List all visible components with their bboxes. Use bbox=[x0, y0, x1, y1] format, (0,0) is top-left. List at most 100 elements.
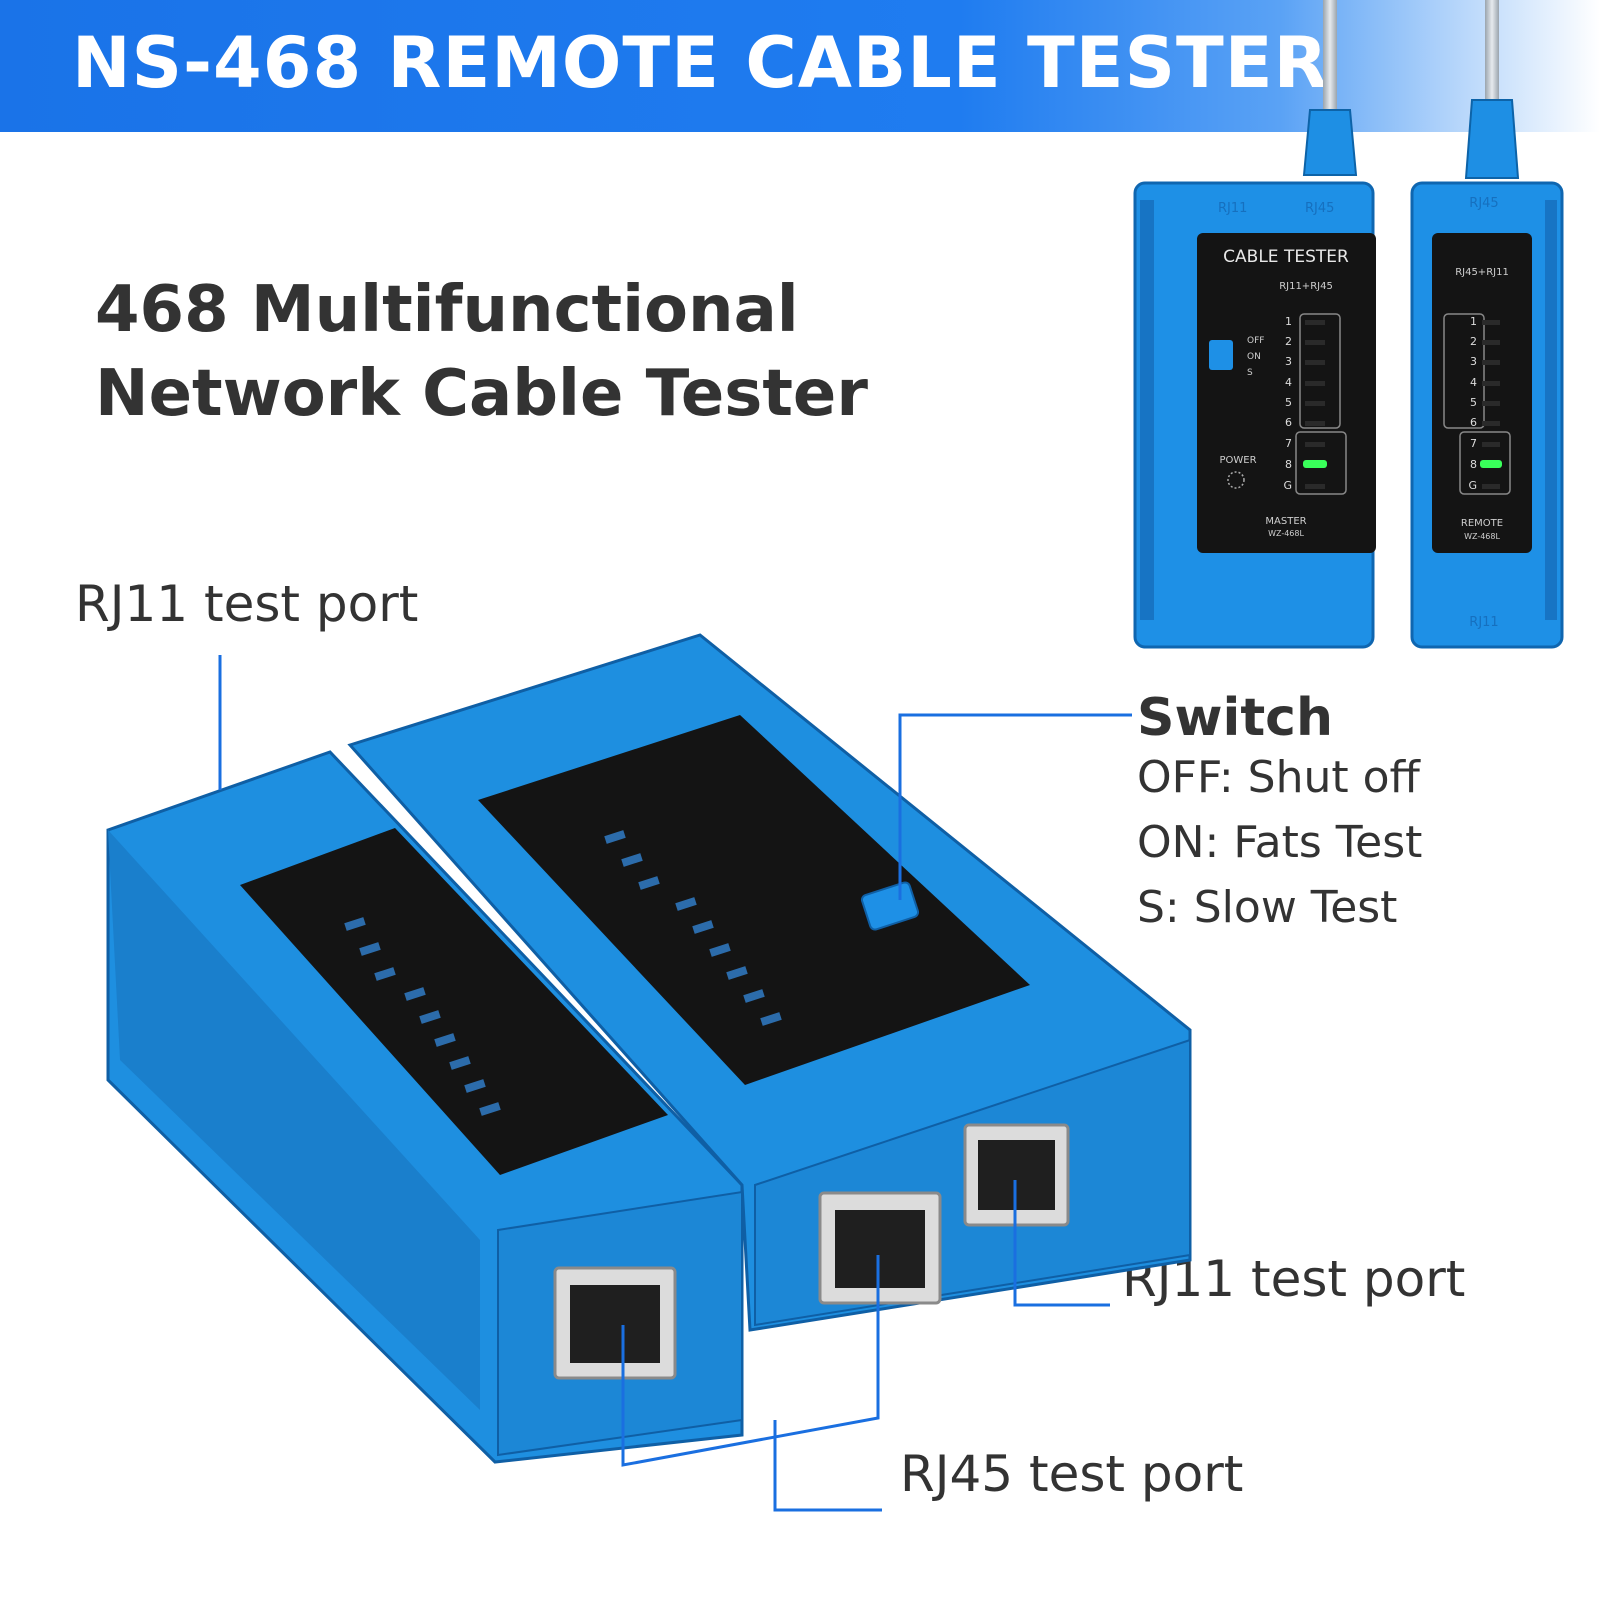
inset-master-led-label-7: 7 bbox=[1285, 437, 1292, 450]
rj45-callout-label: RJ45 test port bbox=[900, 1445, 1244, 1503]
remote-led-g bbox=[344, 917, 366, 931]
inset-remote-grip bbox=[1545, 200, 1557, 620]
inset-master-role: MASTER bbox=[1265, 516, 1306, 527]
inset-remote-led-group-7-g bbox=[1459, 431, 1511, 495]
inset-master-port-label-rj45: RJ45 bbox=[1305, 201, 1334, 216]
rj45-callout-line bbox=[773, 1420, 882, 1512]
inset-remote-led-label-1: 1 bbox=[1470, 315, 1477, 328]
cable-left bbox=[1323, 0, 1337, 120]
master-led-6 bbox=[675, 897, 697, 911]
inset-remote-led-label-6: 6 bbox=[1470, 416, 1477, 429]
inset-master-led-label-3: 3 bbox=[1285, 355, 1292, 368]
inset-remote-led-2 bbox=[1482, 340, 1500, 345]
remote-panel bbox=[240, 828, 668, 1175]
switch-callout-title: Switch bbox=[1137, 688, 1334, 748]
master-led-4 bbox=[709, 943, 731, 957]
inset-remote-model: WZ-468L bbox=[1464, 532, 1500, 541]
inset-master-led-label-4: 4 bbox=[1285, 376, 1292, 389]
master-led-1 bbox=[760, 1012, 782, 1026]
master-led-g bbox=[604, 830, 626, 844]
inset-master-led-label-5: 5 bbox=[1285, 396, 1292, 409]
rj11-left-callout-label: RJ11 test port bbox=[75, 575, 419, 633]
callout-lines bbox=[218, 655, 1132, 1512]
inset-master-grip bbox=[1140, 200, 1154, 620]
inset-remote-led-label-5: 5 bbox=[1470, 396, 1477, 409]
inset-master-led-label-1: 1 bbox=[1285, 315, 1292, 328]
rj11-right-callout-line bbox=[1013, 1180, 1110, 1307]
inset-remote-led-1 bbox=[1482, 320, 1500, 325]
inset-switch-label-s: S bbox=[1247, 368, 1253, 378]
inset-master-led-label-2: 2 bbox=[1285, 335, 1292, 348]
remote-led-6 bbox=[404, 987, 426, 1001]
remote-panel-leds bbox=[344, 917, 501, 1116]
inset-remote-led-group-1-6 bbox=[1443, 313, 1485, 429]
inset-master-led-6 bbox=[1305, 421, 1325, 426]
inset-master-led-group-7-g bbox=[1295, 431, 1347, 495]
inset-remote-led-label-g: G bbox=[1468, 479, 1477, 492]
plug-left bbox=[1302, 109, 1358, 176]
remote-led-2 bbox=[464, 1079, 486, 1093]
inset-photo: RJ11 RJ45 CABLE TESTER RJ11+RJ45 OFF ON … bbox=[1133, 0, 1564, 649]
master-rj45-port-cavity bbox=[835, 1210, 925, 1288]
inset-master-led-4 bbox=[1305, 381, 1325, 386]
remote-led-3 bbox=[449, 1056, 471, 1070]
inset-remote-port-label-rj11: RJ11 bbox=[1469, 615, 1498, 630]
inset-remote-leds: 1 2 3 4 5 6 7 8 G bbox=[1443, 313, 1511, 495]
remote-grip-side bbox=[108, 830, 480, 1410]
remote-led-8 bbox=[359, 942, 381, 956]
master-switch bbox=[860, 881, 920, 931]
remote-rj45-port-cavity bbox=[570, 1285, 660, 1363]
master-led-3 bbox=[726, 966, 748, 980]
inset-master-led-7 bbox=[1305, 442, 1325, 447]
inset-master-panel bbox=[1197, 233, 1376, 553]
headline-line-1: 468 Multifunctional bbox=[95, 273, 799, 347]
remote-led-4 bbox=[434, 1033, 456, 1047]
inset-master-model: WZ-468L bbox=[1268, 529, 1304, 538]
inset-switch-label-on: ON bbox=[1247, 352, 1261, 362]
inset-remote-panel-subtitle: RJ45+RJ11 bbox=[1455, 267, 1509, 278]
inset-master-led-2 bbox=[1305, 340, 1325, 345]
inset-switch-label-off: OFF bbox=[1247, 336, 1264, 346]
inset-remote-led-4 bbox=[1482, 381, 1500, 386]
switch-callout-line bbox=[898, 713, 1132, 900]
inset-remote-led-3 bbox=[1482, 360, 1500, 365]
inset-remote-led-g bbox=[1482, 484, 1500, 489]
inset-remote-led-label-8: 8 bbox=[1470, 458, 1477, 471]
inset-remote-led-8-lit bbox=[1480, 460, 1502, 468]
inset-master-panel-title: CABLE TESTER bbox=[1223, 247, 1349, 267]
banner-title: NS-468 REMOTE CABLE TESTER bbox=[72, 22, 1329, 104]
inset-master-led-g bbox=[1305, 484, 1325, 489]
inset-remote-led-label-4: 4 bbox=[1470, 376, 1477, 389]
headline: 468 Multifunctional Network Cable Tester bbox=[95, 268, 868, 436]
main-product bbox=[106, 633, 1192, 1464]
inset-master-led-3 bbox=[1305, 360, 1325, 365]
inset-master-led-label-g: G bbox=[1283, 479, 1292, 492]
inset-remote-led-7 bbox=[1482, 442, 1500, 447]
headline-line-2: Network Cable Tester bbox=[95, 357, 868, 431]
master-panel bbox=[478, 715, 1030, 1085]
master-led-7 bbox=[638, 876, 660, 890]
inset-power-label: POWER bbox=[1219, 455, 1256, 466]
master-led-8 bbox=[621, 853, 643, 867]
inset-remote-led-label-3: 3 bbox=[1470, 355, 1477, 368]
inset-remote-led-label-7: 7 bbox=[1470, 437, 1477, 450]
inset-remote-port-label-rj45: RJ45 bbox=[1469, 196, 1498, 211]
cable-right bbox=[1485, 0, 1499, 110]
rj45-callout-bracket bbox=[621, 1255, 880, 1467]
switch-off-desc: OFF: Shut off bbox=[1137, 752, 1420, 803]
inset-master-led-label-6: 6 bbox=[1285, 416, 1292, 429]
inset-master-port-label-rj11: RJ11 bbox=[1218, 201, 1247, 216]
master-led-5 bbox=[692, 920, 714, 934]
inset-master-panel-subtitle: RJ11+RJ45 bbox=[1279, 281, 1333, 292]
inset-master-led-1 bbox=[1305, 320, 1325, 325]
inset-master-led-8-lit bbox=[1303, 460, 1327, 468]
inset-remote-led-6 bbox=[1482, 421, 1500, 426]
inset-master-switch bbox=[1209, 340, 1233, 370]
inset-master-led-group-1-6 bbox=[1299, 313, 1341, 429]
remote-led-5 bbox=[419, 1010, 441, 1024]
inset-remote-led-label-2: 2 bbox=[1470, 335, 1477, 348]
switch-s-desc: S: Slow Test bbox=[1137, 882, 1398, 933]
inset-master-led-5 bbox=[1305, 401, 1325, 406]
inset-master-leds: 1 2 3 4 5 6 7 8 G bbox=[1283, 313, 1347, 495]
